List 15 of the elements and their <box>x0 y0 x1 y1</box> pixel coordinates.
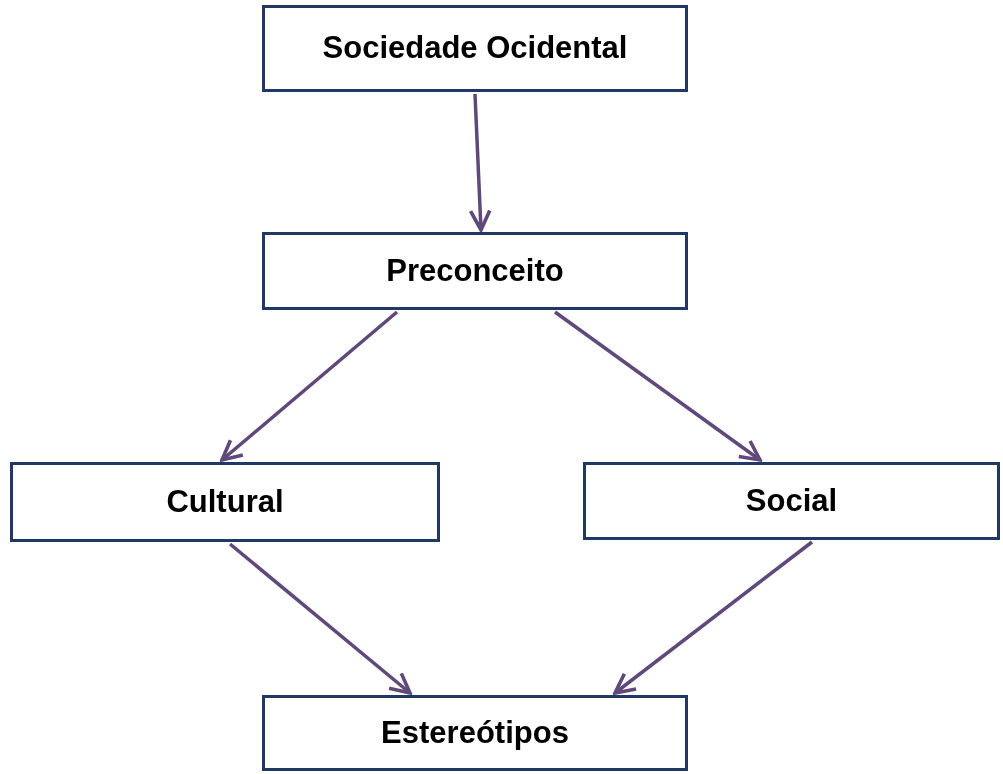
arrow <box>468 93 492 232</box>
process-box <box>583 462 1000 540</box>
box-label: Sociedade Ocidental <box>322 29 628 68</box>
process-box <box>262 5 688 92</box>
arrow <box>228 542 412 695</box>
box-label: Social <box>745 481 838 520</box>
arrow <box>553 310 762 462</box>
process-box <box>262 695 688 771</box>
box-label: Estereótipos <box>381 713 569 752</box>
process-box <box>10 462 440 542</box>
box-label: Preconceito <box>386 251 564 290</box>
arrow <box>613 540 814 695</box>
arrow <box>220 310 399 462</box>
box-label: Cultural <box>166 482 284 521</box>
process-box <box>262 232 688 310</box>
